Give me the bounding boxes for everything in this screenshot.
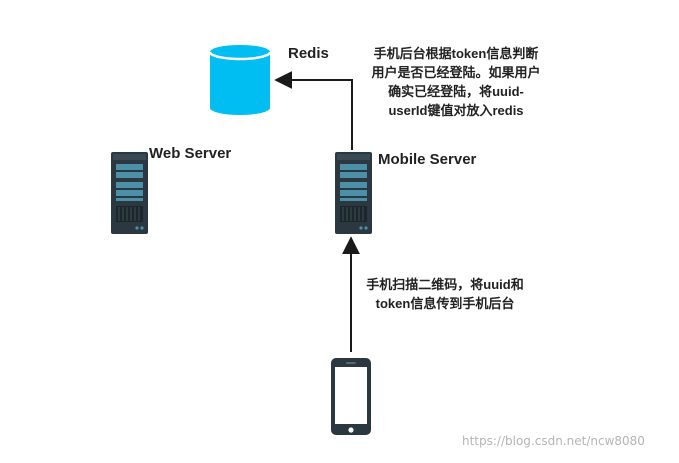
redis-database-icon [208,45,272,115]
phone-edge-note-line: 手机扫描二维码，将uuid和 [366,277,524,292]
mobile-server-icon [335,152,372,234]
arrow-mobile-server-to-redis [274,71,353,150]
redis-edge-note: 手机后台根据token信息判断 用户是否已经登陆。如果用户 确实已经登陆，将uu… [363,44,549,120]
web-server-icon [111,152,148,234]
redis-edge-note-line: 手机后台根据token信息判断 [373,46,539,61]
phone-edge-note-line: token信息传到手机后台 [375,296,515,311]
redis-label: Redis [288,45,329,62]
watermark-text: https://blog.csdn.net/ncw8080 [462,434,645,448]
web-server-label: Web Server [149,145,232,162]
phone-edge-note: 手机扫描二维码，将uuid和 token信息传到手机后台 [355,275,535,313]
mobile-server-label: Mobile Server [378,151,477,168]
redis-edge-note-line: 确实已经登陆，将uuid- [388,84,524,99]
redis-edge-note-line: 用户是否已经登陆。如果用户 [371,65,541,80]
smartphone-icon [331,358,371,435]
redis-edge-note-line: userId键值对放入redis [388,103,524,118]
